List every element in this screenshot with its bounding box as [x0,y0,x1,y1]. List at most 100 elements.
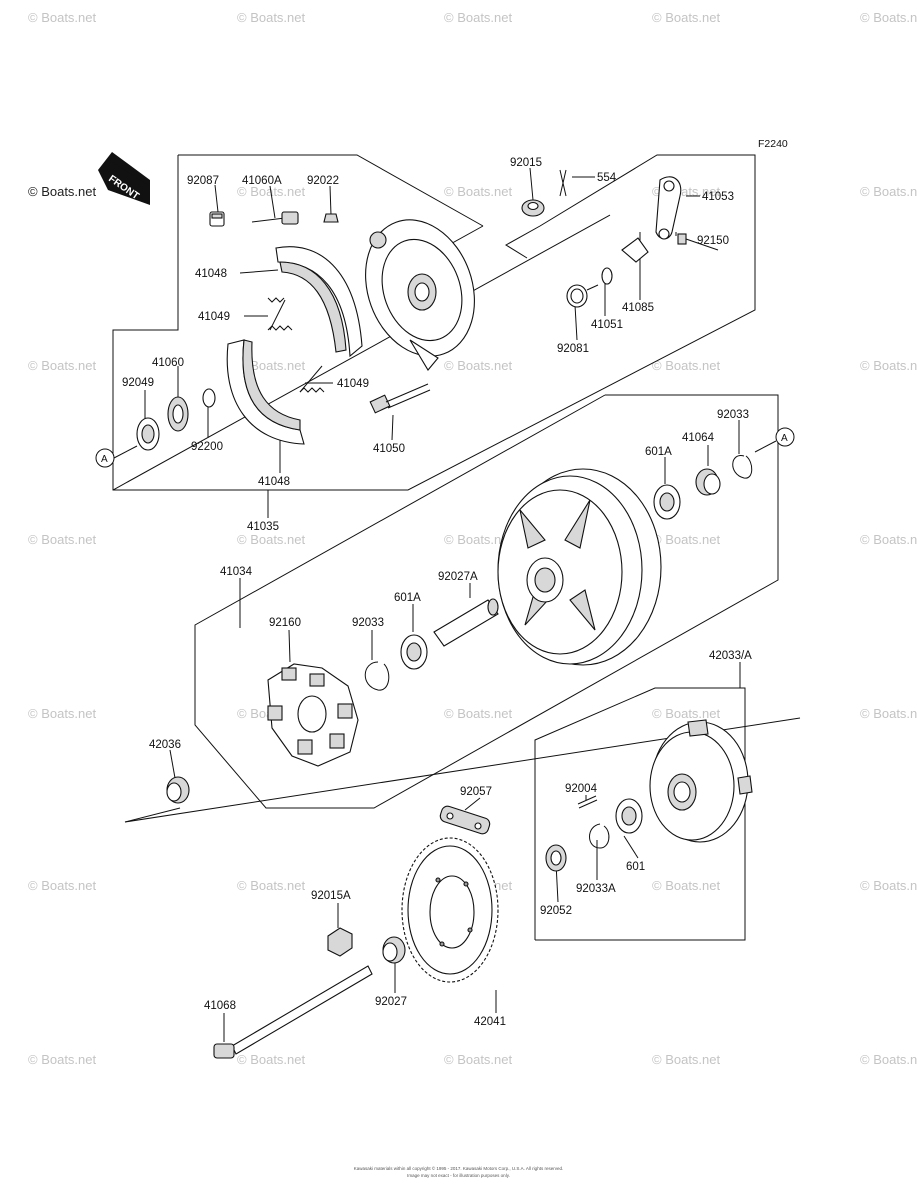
part-label: 92015 [510,157,542,169]
part-label: 41064 [682,432,715,444]
watermark: © Boats.net [652,358,721,373]
circle-ref-label: A [101,454,108,465]
watermark: © Boats.net [28,10,97,25]
part-41060A-icon [251,211,299,225]
part-label: 41068 [204,1000,236,1012]
bearing-601A-left-icon [400,634,428,670]
part-label: 41051 [591,319,623,331]
watermark: © Boats.net [444,184,513,199]
part-label: 92027A [438,571,478,583]
part-92049-icon [136,417,160,451]
part-label: 601A [394,592,421,604]
part-42036-icon [166,776,190,804]
part-label: 92033 [352,617,384,629]
part-label: 41060A [242,175,282,187]
part-92052-icon [545,844,567,872]
part-41051-icon [601,267,613,285]
watermark: © Boats.net [860,10,917,25]
watermark: © Boats.net [444,1052,513,1067]
part-92160-damper-icon [267,663,359,767]
sprocket-42041-icon [401,837,499,983]
watermark: © Boats.net [444,532,513,547]
part-92022-icon [323,213,339,223]
watermark: © Boats.net [860,706,917,721]
part-labels: 92087 41060A 92022 92015 554 41053 92150… [122,157,752,1028]
part-92027A-icon [433,598,499,647]
part-label: 92027 [375,996,407,1008]
part-label: 92015A [311,890,351,902]
brake-panel-icon [365,219,475,371]
sprocket-hub-icon [649,719,753,843]
part-41060-icon [167,396,189,432]
part-92033-clip-right-icon [732,455,753,479]
watermark: © Boats.net [28,184,97,199]
part-label: 41050 [373,443,405,455]
part-92004-icon [577,795,598,809]
watermark: © Boats.net [860,878,917,893]
circle-ref-label: A [781,433,788,444]
watermark: © Boats.net [28,878,97,893]
part-label: 554 [597,172,617,184]
footer-disclaimer: Image may not exact - for illustration p… [407,1173,510,1178]
part-label: 92200 [191,441,223,453]
part-label: 92087 [187,175,219,187]
part-92033-clip-left-icon [364,661,390,691]
watermark: © Boats.net [652,10,721,25]
part-label: 41048 [195,268,227,280]
watermark: © Boats.net [237,1052,306,1067]
part-92033A-icon [589,823,610,849]
watermark: © Boats.net [28,1052,97,1067]
part-92087-icon [209,211,225,227]
part-label: 92022 [307,175,339,187]
front-arrow-icon: FRONT [98,152,150,205]
watermark: © Boats.net [652,706,721,721]
bearing-601-icon [615,798,643,834]
part-label: 41035 [247,521,279,533]
watermark: © Boats.net [444,358,513,373]
part-92027-icon [382,936,406,964]
part-92200-icon [202,388,216,408]
bearing-601A-right-icon [653,484,681,520]
part-label: 92057 [460,786,492,798]
rear-wheel-icon [497,468,662,666]
spring-41049-upper-icon [267,297,293,331]
part-label: 92150 [697,235,729,247]
part-label: 41049 [198,311,230,323]
part-label: 41060 [152,357,184,369]
part-label: 92049 [122,377,154,389]
watermark: © Boats.net [652,532,721,547]
figure-id: F2240 [758,138,788,150]
footer-copyright: Kawasaki materials within all copyright … [353,1166,564,1171]
part-41085-icon [621,237,649,263]
watermark: © Boats.net [860,532,917,547]
part-92015A-icon [327,927,353,957]
brake-shoe-lower-icon [226,339,305,445]
part-label: 601A [645,446,672,458]
circle-ref-a-left: A [95,445,138,468]
part-label: 601 [626,861,645,873]
spring-41049-lower-icon [299,365,325,393]
part-92081-icon [566,284,599,308]
watermark: © Boats.net [28,706,97,721]
part-41053-icon [655,176,682,240]
part-label: 42033/A [709,650,752,662]
watermark: © Boats.net [860,358,917,373]
watermark: © Boats.net [652,878,721,893]
watermark: © Boats.net [237,878,306,893]
watermark: © Boats.net [444,706,513,721]
watermark: © Boats.net [860,1052,917,1067]
part-label: 92160 [269,617,301,629]
part-label: 41053 [702,191,734,203]
part-label: 41048 [258,476,290,488]
watermark: © Boats.net [652,1052,721,1067]
part-label: 92004 [565,783,598,795]
part-label: 41034 [220,566,253,578]
part-41064-icon [695,468,721,496]
watermark: © Boats.net [237,532,306,547]
part-label: 92052 [540,905,572,917]
part-41050-icon [369,383,431,414]
part-label: 42036 [149,739,181,751]
axle-41068-icon [213,965,373,1059]
part-label: 41049 [337,378,369,390]
